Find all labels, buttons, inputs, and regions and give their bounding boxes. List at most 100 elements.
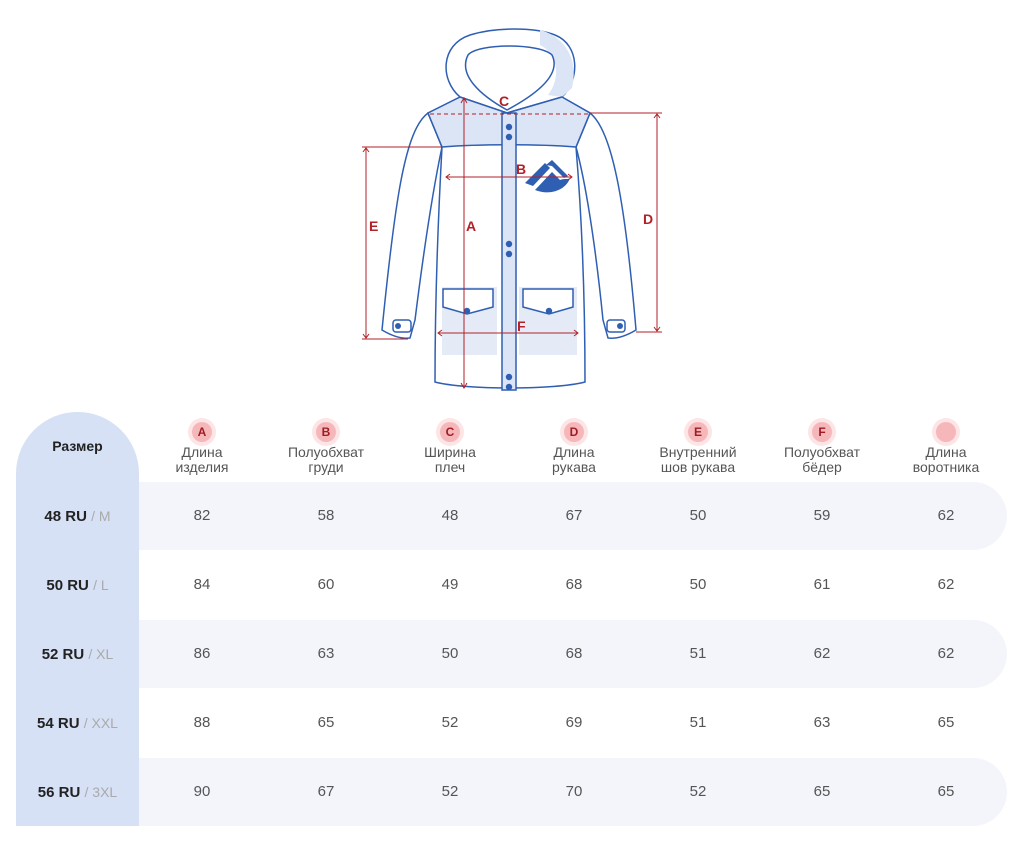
size-header: Размер (52, 438, 103, 454)
column-label-line1: Длина (181, 444, 223, 460)
left-pocket-flap (442, 288, 494, 315)
label-e: E (369, 218, 378, 234)
table-row: 48 RU / M 82 58 48 67 50 59 62 (16, 482, 1007, 550)
column-header: D Длина рукава (514, 418, 634, 475)
size-ru: 52 RU (41, 646, 85, 663)
value-cell: 61 (813, 576, 831, 593)
value-cell: 68 (565, 645, 583, 662)
value-cell: 65 (813, 783, 831, 800)
column-label-line1: Внутренний (659, 444, 737, 460)
value-cell: 62 (937, 645, 955, 662)
size-cell: 56 RU / 3XL (37, 784, 118, 801)
column-label-line2: изделия (175, 459, 229, 475)
column-header: C Ширина плеч (390, 418, 510, 475)
value-cell: 65 (937, 783, 955, 800)
label-f: F (517, 318, 526, 334)
left-sleeve (381, 111, 443, 339)
value-cell: 58 (317, 507, 335, 524)
value-cell: 51 (689, 714, 707, 731)
brand-logo-icon (525, 160, 570, 193)
column-label-line1: Длина (553, 444, 595, 460)
measure-badge: B (316, 422, 336, 442)
value-cell: 50 (441, 645, 459, 662)
size-ru: 56 RU (37, 784, 81, 801)
column-label-line2: рукава (552, 459, 596, 475)
value-cell: 51 (689, 645, 707, 662)
size-intl: M (98, 508, 111, 524)
measure-badge: C (440, 422, 460, 442)
value-cell: 65 (937, 714, 955, 731)
value-cell: 63 (813, 714, 831, 731)
size-cell: 50 RU / L (46, 577, 109, 594)
size-intl: 3XL (92, 784, 118, 800)
value-cell: 52 (441, 714, 459, 731)
value-cell: 52 (689, 783, 707, 800)
column-header: F Полуобхват бёдер (762, 418, 882, 475)
table-row: 52 RU / XL 86 63 50 68 51 62 62 (16, 620, 1007, 688)
value-cell: 60 (317, 576, 335, 593)
value-cell: 50 (689, 507, 707, 524)
value-cell: 62 (937, 576, 955, 593)
size-intl: XXL (91, 715, 118, 731)
jacket-size-diagram: C B A E D F (362, 28, 662, 391)
column-label-line1: Полуобхват (783, 444, 861, 460)
measure-badge: F (812, 422, 832, 442)
column-header: E Внутренний шов рукава (638, 418, 758, 475)
table-row: 56 RU / 3XL 90 67 52 70 52 65 65 (16, 758, 1007, 826)
column-label-line2: воротника (912, 459, 980, 475)
right-pocket-flap (522, 288, 574, 315)
value-cell: 49 (441, 576, 459, 593)
size-cell: 48 RU / M (44, 508, 111, 525)
column-header: B Полуобхват груди (266, 418, 386, 475)
measurement-lines (362, 97, 662, 389)
measure-badge: A (192, 422, 212, 442)
column-label-line2: плеч (434, 459, 466, 475)
label-d: D (643, 211, 653, 227)
measure-badge (936, 422, 956, 442)
table-row: 54 RU / XXL 88 65 52 69 51 63 65 (16, 689, 1007, 757)
label-a: A (466, 218, 476, 234)
size-column-background (16, 412, 139, 826)
label-c: C (499, 93, 509, 109)
column-header: Длина воротника (886, 418, 1006, 475)
value-cell: 69 (565, 714, 583, 731)
size-cell: 54 RU / XXL (37, 715, 118, 732)
value-cell: 48 (441, 507, 459, 524)
column-label-line2: шов рукава (660, 459, 736, 475)
value-cell: 84 (193, 576, 211, 593)
measure-badge: D (564, 422, 584, 442)
value-cell: 70 (565, 783, 583, 800)
value-cell: 67 (317, 783, 335, 800)
column-header: A Длина изделия (142, 418, 262, 475)
right-sleeve (575, 111, 637, 339)
value-cell: 62 (813, 645, 831, 662)
size-intl: XL (96, 646, 114, 662)
size-cell: 52 RU / XL (41, 646, 114, 663)
value-cell: 90 (193, 783, 211, 800)
value-cell: 52 (441, 783, 459, 800)
value-cell: 68 (565, 576, 583, 593)
buttons (395, 123, 623, 391)
column-label-line2: бёдер (802, 459, 842, 475)
value-cell: 67 (565, 507, 583, 524)
column-label-line1: Полуобхват (287, 444, 365, 460)
size-ru: 54 RU (37, 715, 80, 732)
value-cell: 82 (193, 507, 211, 524)
size-ru: 50 RU (46, 577, 89, 594)
label-b: B (516, 161, 526, 177)
value-cell: 50 (689, 576, 707, 593)
value-cell: 86 (193, 645, 211, 662)
value-cell: 88 (193, 714, 211, 731)
table-row: 50 RU / L 84 60 49 68 50 61 62 (16, 551, 1007, 619)
value-cell: 62 (937, 507, 955, 524)
value-cell: 63 (317, 645, 335, 662)
hood-opening (464, 45, 555, 111)
value-cell: 65 (317, 714, 335, 731)
column-label-line2: груди (308, 459, 344, 475)
column-label-line1: Ширина (424, 444, 476, 460)
column-label-line1: Длина (925, 444, 967, 460)
value-cell: 59 (813, 507, 831, 524)
size-intl: L (100, 577, 109, 593)
size-ru: 48 RU (44, 508, 87, 525)
measure-badge: E (688, 422, 708, 442)
